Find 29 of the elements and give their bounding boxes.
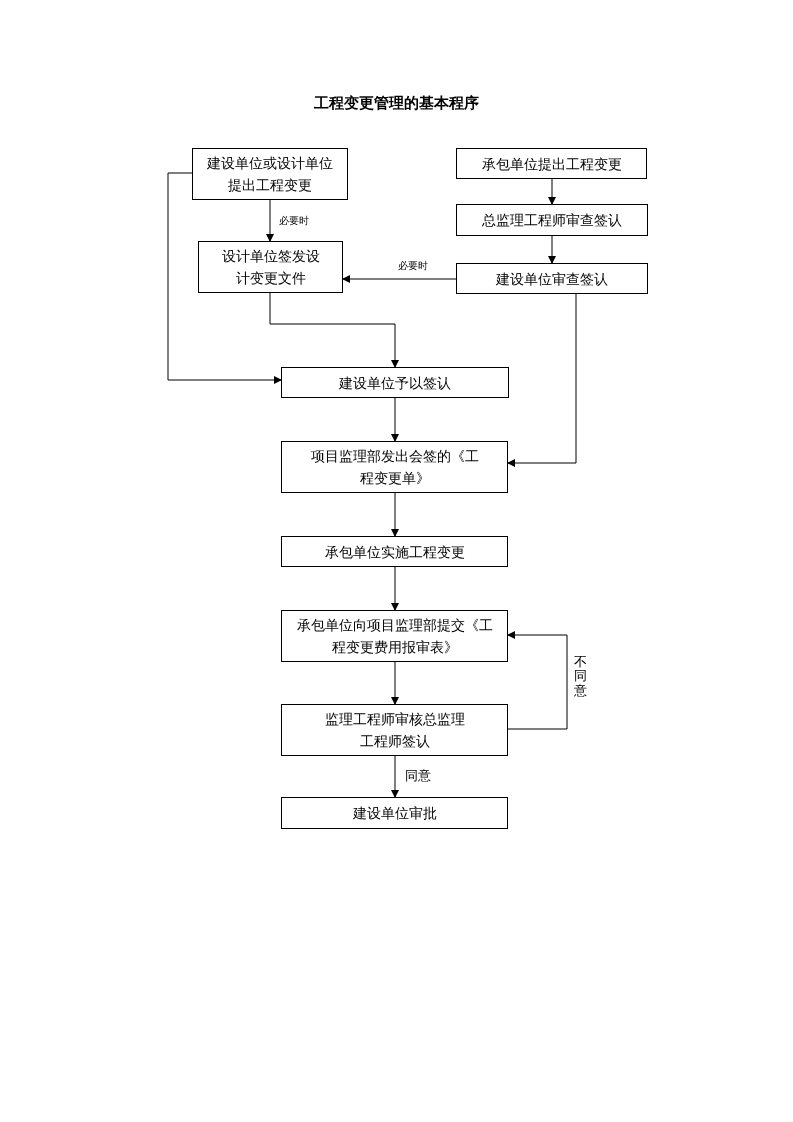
arrow (266, 199, 274, 242)
process-box: 建设单位予以签认 (281, 367, 509, 398)
process-box: 建设单位或设计单位提出工程变更 (192, 148, 348, 200)
process-box: 项目监理部发出会签的《工程变更单》 (281, 441, 508, 493)
arrow (342, 275, 457, 283)
process-box: 设计单位签发设计变更文件 (198, 241, 343, 293)
process-box: 建设单位审查签认 (456, 263, 648, 294)
edge-label: 不同意 (574, 655, 587, 698)
arrow (167, 172, 282, 384)
arrow (507, 631, 568, 730)
arrow (391, 492, 399, 537)
process-box: 承包单位提出工程变更 (456, 148, 647, 179)
arrow (548, 178, 556, 205)
arrow (391, 566, 399, 611)
process-box: 监理工程师审核总监理工程师签认 (281, 704, 508, 756)
arrow (391, 397, 399, 442)
arrow (548, 235, 556, 264)
process-box: 承包单位实施工程变更 (281, 536, 508, 567)
process-box: 建设单位审批 (281, 797, 508, 829)
process-box: 承包单位向项目监理部提交《工程变更费用报审表》 (281, 610, 508, 662)
process-box: 总监理工程师审查签认 (456, 204, 648, 236)
edge-label: 同意 (405, 768, 431, 784)
edge-label: 必要时 (279, 215, 309, 227)
arrow (391, 755, 399, 798)
arrow (391, 661, 399, 705)
arrow (269, 292, 399, 368)
arrow (507, 293, 577, 467)
edge-label: 必要时 (398, 260, 428, 272)
diagram-title: 工程变更管理的基本程序 (313, 94, 480, 113)
